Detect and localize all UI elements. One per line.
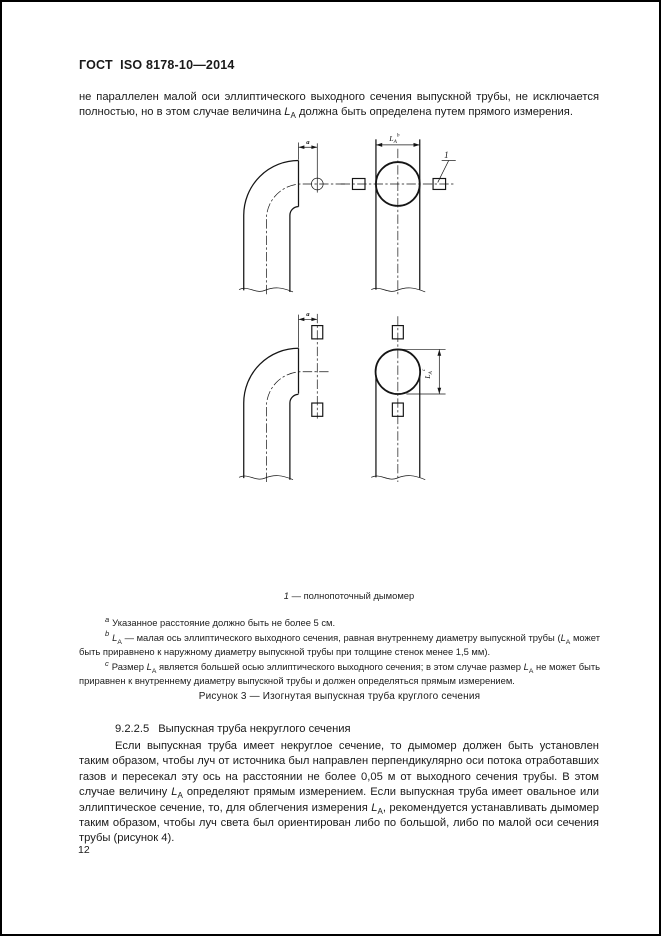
- pipe-outer-wall: [243, 159, 299, 291]
- dim-la-c-label: LAc: [421, 368, 434, 380]
- footnote-marker: a: [105, 614, 110, 624]
- figure-legend: 1 — полнопоточный дымомер: [283, 590, 415, 601]
- page-number: 12: [78, 844, 90, 856]
- page-header: ГОСТ ISO 8178-10—2014: [79, 58, 235, 72]
- callout-1-label: 1: [444, 150, 449, 160]
- top-front-view-pipe: LAb 1: [340, 132, 456, 296]
- pipe-break-line: [238, 287, 294, 293]
- pipe-break-line: [371, 475, 426, 481]
- footnote-marker: c: [105, 658, 109, 668]
- pipe-outer-wall: [243, 347, 299, 479]
- section-heading: 9.2.2.5 Выпускная труба некруглого сечени…: [79, 723, 351, 735]
- pipe-centerline: [266, 183, 347, 295]
- bottom-side-view-pipe: a: [238, 311, 330, 483]
- footnote-text: LA — малая ось эллиптического выходного …: [79, 631, 600, 658]
- figure-3-drawing: a LAb 1: [238, 132, 456, 483]
- dim-la-b-label: LAb: [388, 132, 400, 145]
- dim-a-label: a: [306, 311, 310, 318]
- section-number: 9.2.2.5: [115, 723, 150, 735]
- beam-circle: [311, 177, 324, 191]
- section-title: Выпускная труба некруглого сечения: [158, 723, 351, 735]
- footnote-text: Размер LA является большей осью эллиптич…: [79, 660, 601, 687]
- top-side-view-pipe: a: [238, 139, 347, 295]
- pipe-break-line: [238, 475, 294, 481]
- footnote-marker: b: [105, 629, 110, 639]
- bottom-front-view-pipe: LAc: [371, 316, 446, 483]
- section-body: Если выпускная труба имеет некруглое сеч…: [79, 740, 600, 845]
- callout-leader: [437, 160, 450, 183]
- pipe-break-line: [371, 287, 426, 293]
- pipe-inner-wall: [289, 393, 299, 480]
- pipe-inner-wall: [289, 206, 299, 292]
- pipe-centerline: [266, 371, 330, 483]
- dim-a-label: a: [306, 139, 310, 146]
- footnote-text: Указанное расстояние должно быть не боле…: [112, 617, 336, 628]
- figure-caption: Рисунок 3 — Изогнутая выпускная труба кр…: [198, 691, 481, 702]
- intro-paragraph: не параллелен малой оси эллиптического в…: [79, 91, 599, 121]
